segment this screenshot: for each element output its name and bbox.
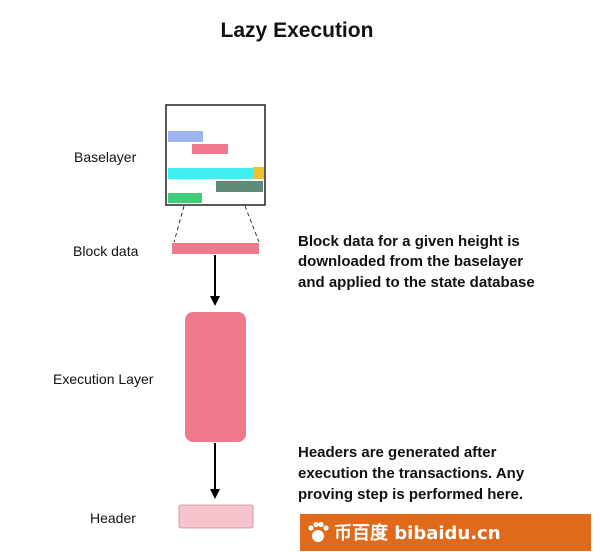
- headers-note-line-1: Headers are generated after: [298, 444, 497, 461]
- block-data-note-line-2: downloaded from the baselayer: [298, 253, 523, 270]
- header-box: [178, 504, 254, 529]
- paw-icon: [308, 521, 329, 542]
- expand-line-left: [173, 205, 185, 243]
- watermark-text: 币百度 bibaidu.cn: [334, 522, 501, 544]
- block-data-note-line-3: and applied to the state database: [298, 274, 535, 291]
- execution-layer-box: [185, 312, 246, 442]
- block-data-note-line-1: Block data for a given height is: [298, 233, 520, 250]
- baselayer-block-blue: [168, 131, 203, 142]
- watermark: 币百度 bibaidu.cn: [300, 514, 591, 551]
- watermark-background: [300, 514, 591, 551]
- expand-line-right: [244, 205, 260, 243]
- headers-note-line-2: execution the transactions. Any: [298, 465, 525, 482]
- headers-note-line-3: proving step is performed here.: [298, 486, 523, 503]
- baselayer-block-pink: [192, 144, 228, 154]
- baselayer-block-green: [168, 193, 202, 203]
- block-data-bar: [172, 243, 259, 254]
- header-label: Header: [90, 510, 136, 526]
- baselayer-block-yellow: [253, 167, 264, 179]
- baselayer-block-darkgreen: [216, 181, 263, 192]
- execution-layer-label: Execution Layer: [53, 371, 154, 387]
- baselayer-box: [165, 104, 266, 206]
- baselayer-block-cyan: [168, 168, 258, 179]
- baselayer-label: Baselayer: [74, 149, 137, 165]
- block-data-label: Block data: [73, 243, 139, 259]
- diagram-title: Lazy Execution: [221, 19, 374, 42]
